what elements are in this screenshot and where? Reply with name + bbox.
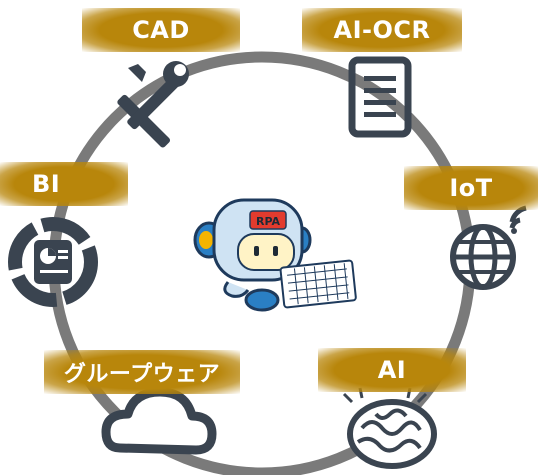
cloud-icon <box>101 387 217 455</box>
label-bi: BI <box>0 162 128 206</box>
rpa-robot-mascot <box>193 198 357 312</box>
document-icon <box>348 56 412 138</box>
keyboard <box>279 259 357 309</box>
label-cad: CAD <box>82 8 240 52</box>
robot-badge-text: RPA <box>256 215 281 228</box>
label-ai-ocr: AI-OCR <box>302 8 462 52</box>
dashboard-chart-icon <box>8 217 98 307</box>
label-groupware: グループウェア <box>44 350 240 394</box>
label-ai: AI <box>318 348 466 392</box>
label-iot: IoT <box>404 166 538 210</box>
wrench-screwdriver-icon <box>117 61 189 148</box>
globe-wifi-icon <box>450 205 527 290</box>
brain-icon <box>342 387 437 469</box>
